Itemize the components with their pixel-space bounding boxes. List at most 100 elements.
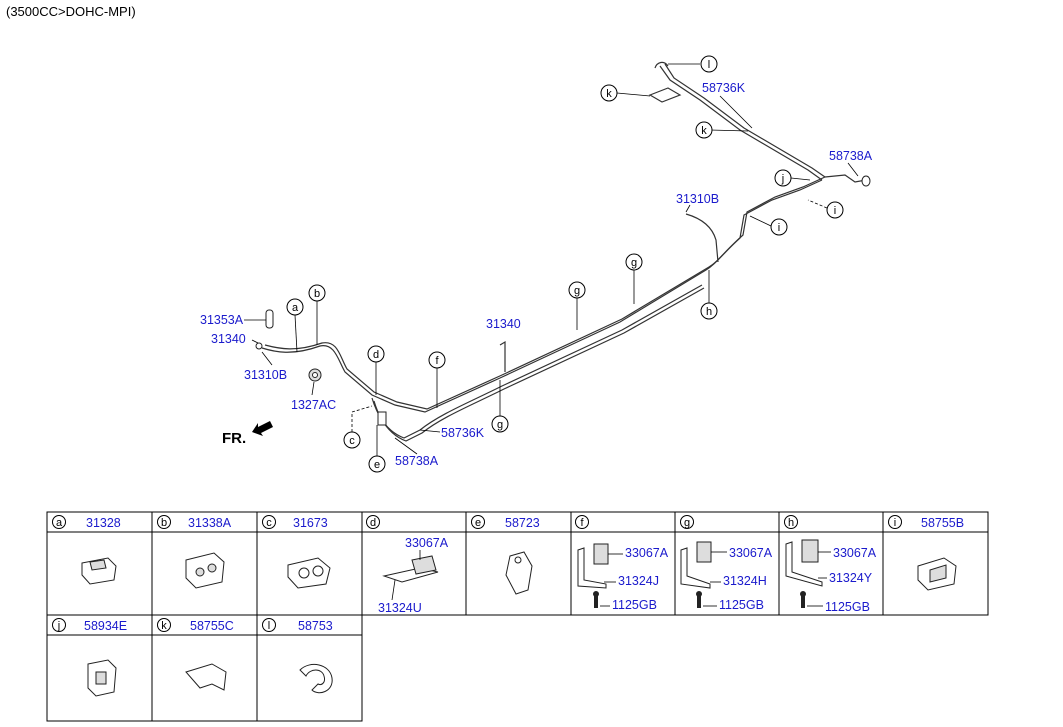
callout-k-top[interactable]: k <box>600 84 618 102</box>
callout-h[interactable]: h <box>700 302 718 320</box>
callout-c[interactable]: c <box>343 431 361 449</box>
label-31310B-left[interactable]: 31310B <box>244 368 287 382</box>
clip-58723-icon <box>505 551 533 595</box>
label-31340-left[interactable]: 31340 <box>211 332 246 346</box>
svg-text:f: f <box>435 355 439 367</box>
callout-i-mid[interactable]: i <box>770 218 788 236</box>
svg-text:e: e <box>475 517 481 529</box>
callout-g-mid[interactable]: g <box>568 281 586 299</box>
callout-b[interactable]: b <box>308 284 326 302</box>
label-58736K-top[interactable]: 58736K <box>702 81 746 95</box>
clip-31338A-icon <box>185 552 225 589</box>
parts-table: a 31328 b 31338A c 31673 d 33067A 31324U <box>46 511 989 722</box>
svg-text:l: l <box>268 620 270 632</box>
svg-text:d: d <box>373 349 379 361</box>
engine-spec-header: (3500CC>DOHC-MPI) <box>6 4 136 19</box>
svg-text:a: a <box>56 517 63 529</box>
svg-text:g: g <box>684 517 690 529</box>
svg-text:31324Y: 31324Y <box>829 571 873 585</box>
svg-text:f: f <box>580 517 584 529</box>
callout-circles: l k k j i i g g h a b d f c e g <box>286 55 844 473</box>
svg-text:g: g <box>574 285 580 297</box>
cell-f[interactable]: f 33067A 31324J 1125GB <box>575 515 669 613</box>
label-31310B-right[interactable]: 31310B <box>676 192 719 206</box>
cell-e[interactable]: e 58723 <box>471 515 540 595</box>
bracket-31324H-icon <box>680 547 711 589</box>
svg-text:FR.: FR. <box>222 430 246 447</box>
front-direction-indicator: FR. <box>222 421 273 447</box>
cell-a[interactable]: a 31328 <box>52 515 121 585</box>
svg-text:g: g <box>497 419 503 431</box>
svg-text:e: e <box>374 459 380 471</box>
part-labels: 58736K 58738A 31310B 31353A 31340 31310B… <box>200 81 873 468</box>
label-1327AC[interactable]: 1327AC <box>291 398 336 412</box>
svg-text:58723: 58723 <box>505 516 540 530</box>
svg-text:33067A: 33067A <box>833 546 877 560</box>
label-31353A[interactable]: 31353A <box>200 313 244 327</box>
svg-text:h: h <box>788 517 794 529</box>
cell-i[interactable]: i 58755B <box>888 515 965 591</box>
cell-d[interactable]: d 33067A 31324U <box>366 515 449 616</box>
front-arrow-icon <box>252 421 273 436</box>
cell-c[interactable]: c 31673 <box>262 515 331 589</box>
callout-f[interactable]: f <box>428 351 446 369</box>
svg-text:i: i <box>894 517 896 529</box>
svg-text:33067A: 33067A <box>729 546 773 560</box>
svg-text:31324H: 31324H <box>723 574 767 588</box>
svg-text:k: k <box>161 620 167 632</box>
svg-text:33067A: 33067A <box>625 546 669 560</box>
svg-text:1125GB: 1125GB <box>612 598 657 612</box>
svg-text:c: c <box>266 517 272 529</box>
bracket-31324J-icon <box>577 547 607 589</box>
svg-text:31324J: 31324J <box>618 574 659 588</box>
label-58736K-low[interactable]: 58736K <box>441 426 485 440</box>
cell-j[interactable]: j 58934E <box>52 618 128 697</box>
svg-text:g: g <box>631 257 637 269</box>
svg-text:31673: 31673 <box>293 516 328 530</box>
pipe-assembly <box>255 61 871 442</box>
cell-l[interactable]: l 58753 <box>262 618 333 694</box>
label-31340-mid[interactable]: 31340 <box>486 317 521 331</box>
label-58738A-right[interactable]: 58738A <box>829 149 873 163</box>
svg-text:58755B: 58755B <box>921 516 964 530</box>
leader-lines <box>244 63 859 456</box>
callout-j[interactable]: j <box>774 169 792 187</box>
label-58738A-low[interactable]: 58738A <box>395 454 439 468</box>
svg-text:b: b <box>314 288 320 300</box>
callout-e[interactable]: e <box>368 455 386 473</box>
callout-l[interactable]: l <box>700 55 718 73</box>
svg-text:31328: 31328 <box>86 516 121 530</box>
svg-text:j: j <box>57 620 60 632</box>
svg-text:31324U: 31324U <box>378 601 422 615</box>
svg-text:c: c <box>349 435 355 447</box>
svg-text:j: j <box>781 173 784 185</box>
svg-text:1125GB: 1125GB <box>719 598 764 612</box>
svg-text:33067A: 33067A <box>405 536 449 550</box>
svg-text:d: d <box>370 517 376 529</box>
callout-d[interactable]: d <box>367 345 385 363</box>
callout-g-right[interactable]: g <box>625 253 643 271</box>
svg-text:h: h <box>706 306 712 318</box>
callout-k-mid[interactable]: k <box>695 121 713 139</box>
cell-b[interactable]: b 31338A <box>157 515 232 589</box>
svg-text:31338A: 31338A <box>188 516 232 530</box>
callout-i-right[interactable]: i <box>826 201 844 219</box>
svg-text:1125GB: 1125GB <box>825 600 870 614</box>
svg-text:i: i <box>778 222 780 234</box>
clip-58755C-icon <box>185 663 227 691</box>
cell-g[interactable]: g 33067A 31324H 1125GB <box>680 515 773 613</box>
svg-text:58755C: 58755C <box>190 619 234 633</box>
svg-text:l: l <box>708 59 710 71</box>
svg-text:k: k <box>701 125 707 137</box>
svg-text:a: a <box>292 302 299 314</box>
svg-text:i: i <box>834 205 836 217</box>
svg-text:58934E: 58934E <box>84 619 127 633</box>
bracket-31324Y-icon <box>785 541 823 587</box>
svg-text:b: b <box>161 517 167 529</box>
cell-h[interactable]: h 33067A 31324Y 1125GB <box>784 515 877 615</box>
svg-text:58753: 58753 <box>298 619 333 633</box>
callout-a[interactable]: a <box>286 298 304 316</box>
cell-k[interactable]: k 58755C <box>157 618 234 691</box>
callout-g-low[interactable]: g <box>491 415 509 433</box>
